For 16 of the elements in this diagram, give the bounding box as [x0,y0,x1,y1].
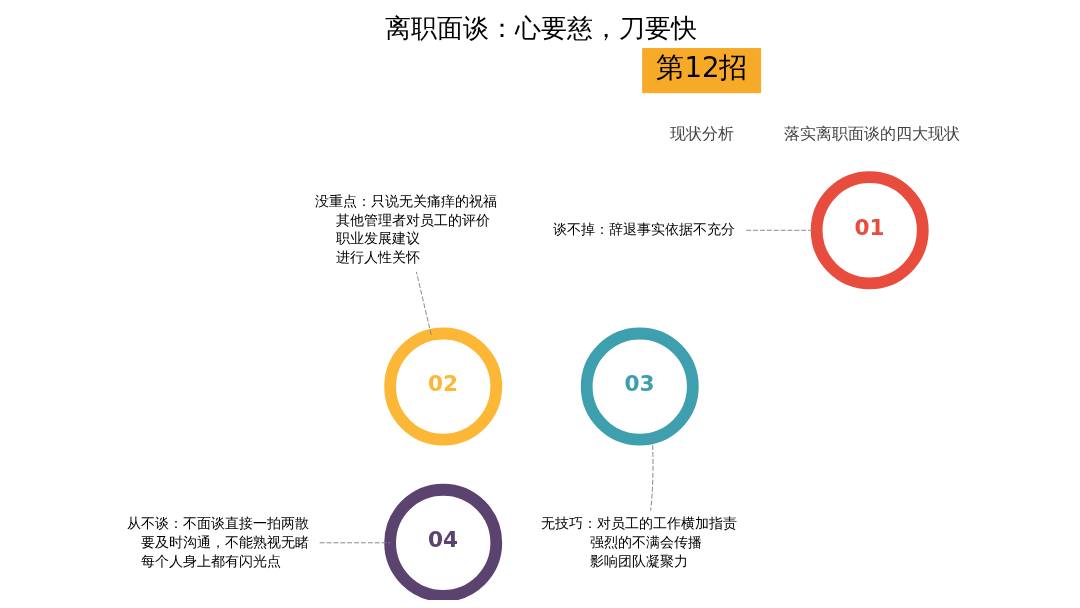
node-circle: 01 [810,171,929,290]
label: 现状分析 [670,123,735,143]
connector [415,271,432,336]
connector [650,438,654,512]
node-box: 第12招 [642,48,762,94]
node-circle: 03 [580,327,699,446]
node-text: 没重点：只说无关痛痒的祝福 其他管理者对员工的评价 职业发展建议 进行人性关怀 [315,192,498,265]
label: 落实离职面谈的四大现状 [784,123,961,143]
node-text: 谈不掉：辞退事实依据不充分 [553,221,736,238]
node-circle: 02 [384,327,503,446]
node-text: 无技巧：对员工的工作横加指责 强烈的不满会传播 影响团队凝聚力 [541,515,738,569]
connector [319,542,391,544]
diagram-title: 离职面谈：心要慈，刀要快 [384,12,697,43]
connector [745,229,818,231]
node-circle: 04 [384,483,503,600]
node-text: 从不谈：不面谈直接一拍两散 要及时沟通，不能熟视无睹 每个人身上都有闪光点 [126,515,309,569]
